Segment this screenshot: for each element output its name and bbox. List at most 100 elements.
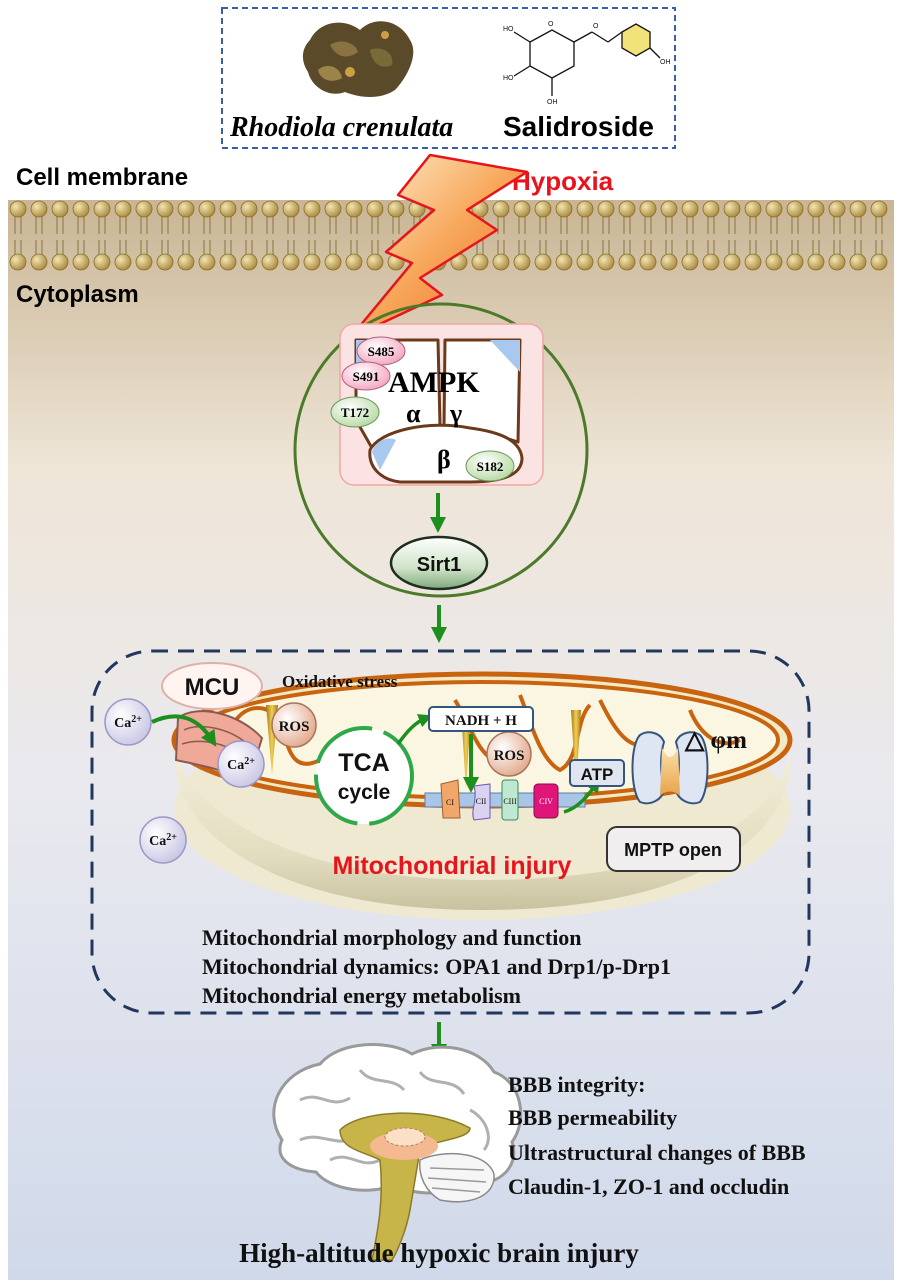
lipid-head — [597, 200, 615, 218]
lipid-head — [366, 200, 384, 218]
lipid-head — [345, 253, 363, 271]
lipid-head — [282, 200, 300, 218]
lipid-head — [555, 253, 573, 271]
lipid-tails — [707, 214, 715, 258]
salidroside-structure — [513, 23, 661, 96]
lipid-tails — [350, 214, 358, 258]
lipid-tails — [14, 214, 22, 258]
ampk-sirt1-circle — [293, 302, 589, 598]
lipid-head — [639, 200, 657, 218]
lipid-tails — [812, 214, 820, 258]
lipid-head — [261, 200, 279, 218]
lipid-tails — [623, 214, 631, 258]
lipid-head — [114, 200, 132, 218]
mptp-open-label: MPTP open — [624, 840, 722, 860]
atp-box — [569, 759, 625, 787]
lipid-head — [597, 253, 615, 271]
mitochondria-panel — [90, 649, 811, 1015]
lipid-head — [198, 253, 216, 271]
calcium-ion-2: Ca2+ — [217, 740, 265, 788]
complex-i — [440, 779, 461, 819]
lipid-head — [807, 253, 825, 271]
lipid-tails — [560, 214, 568, 258]
lipid-head — [135, 200, 153, 218]
lipid-head — [30, 200, 48, 218]
lipid-head — [849, 253, 867, 271]
lipid-tails — [581, 214, 589, 258]
tca-to-nadh-arrow — [396, 714, 433, 746]
lipid-tails — [644, 214, 652, 258]
calcium-influx-arrow — [151, 714, 217, 747]
lipid-head — [660, 253, 678, 271]
complex-iv-label: CIV — [539, 797, 553, 806]
site-s182 — [465, 450, 515, 482]
svg-text:OH: OH — [660, 59, 671, 66]
oxidative-stress-label: Oxidative stress — [282, 672, 398, 691]
cytoplasm-label: Cytoplasm — [16, 281, 139, 308]
svg-text:HO: HO — [503, 75, 514, 82]
lipid-head — [30, 253, 48, 271]
lipid-tails — [119, 214, 127, 258]
lipid-tails — [392, 214, 400, 258]
lipid-head — [198, 200, 216, 218]
sirt1-node — [389, 535, 489, 591]
lipid-head — [702, 200, 720, 218]
alpha-label: α — [406, 399, 421, 428]
lipid-head — [765, 200, 783, 218]
sirt1-label: Sirt1 — [417, 554, 461, 576]
lipid-tails — [749, 214, 757, 258]
tca-line2: cycle — [338, 781, 391, 804]
lipid-tails — [224, 214, 232, 258]
complex-iii — [501, 779, 519, 821]
lipid-head — [786, 200, 804, 218]
lipid-tails — [182, 214, 190, 258]
structure-labels: HO HO OH O OH O — [503, 21, 671, 106]
lipid-tails — [35, 214, 43, 258]
complex-iv — [533, 783, 559, 819]
site-s485-label: S485 — [368, 344, 395, 359]
lipid-head — [534, 253, 552, 271]
bbb-effect-2: BBB permeability — [508, 1105, 677, 1130]
lipid-tails — [98, 214, 106, 258]
chain-to-atp-arrow — [563, 778, 600, 814]
lipid-head — [702, 253, 720, 271]
brain-icon — [272, 1043, 523, 1261]
nadh-box — [428, 706, 534, 732]
svg-text:O: O — [593, 23, 599, 30]
lipid-head — [324, 253, 342, 271]
mitochondrial-injury-label: Mitochondrial injury — [333, 852, 572, 880]
lipid-tails — [770, 214, 778, 258]
calcium-ion-3: Ca2+ — [139, 816, 187, 864]
lipid-head — [576, 253, 594, 271]
lipid-head — [9, 200, 27, 218]
lipid-head — [72, 200, 90, 218]
hypoxia-lightning-icon — [348, 153, 529, 340]
lipid-head — [639, 253, 657, 271]
site-s491 — [341, 361, 391, 391]
outcome-label: High-altitude hypoxic brain injury — [239, 1238, 639, 1268]
lipid-head — [849, 200, 867, 218]
lipid-tails — [266, 214, 274, 258]
mito-effect-1: Mitochondrial morphology and function — [202, 925, 582, 950]
tca-line1: TCA — [338, 749, 389, 777]
lipid-head — [492, 200, 510, 218]
lipid-head — [51, 200, 69, 218]
lipid-head — [723, 253, 741, 271]
mito-effect-2: Mitochondrial dynamics: OPA1 and Drp1/p-… — [202, 954, 671, 979]
lipid-head — [345, 200, 363, 218]
cell-membrane-label: Cell membrane — [16, 164, 188, 191]
lipid-head — [555, 200, 573, 218]
lipid-head — [240, 253, 258, 271]
lipid-head — [177, 200, 195, 218]
ros-label-2: ROS — [494, 748, 525, 764]
lipid-tails — [833, 214, 841, 258]
lipid-head — [114, 253, 132, 271]
atp-label: ATP — [581, 765, 614, 784]
complex-i-label: CI — [446, 798, 454, 807]
ampk-label: AMPK — [388, 366, 480, 399]
lipid-head — [744, 253, 762, 271]
lipid-head — [744, 200, 762, 218]
svg-text:O: O — [548, 21, 554, 28]
lipid-head — [828, 253, 846, 271]
plant-name: Rhodiola crenulata — [229, 112, 453, 143]
